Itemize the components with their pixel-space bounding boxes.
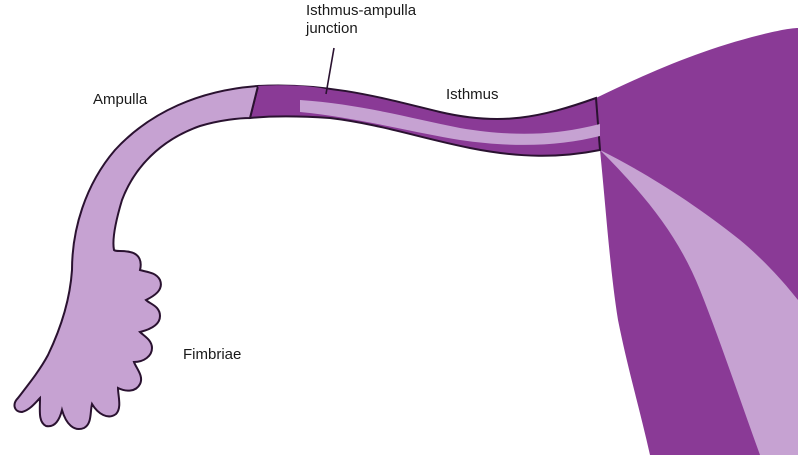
isthmus-ampulla-junction-label: Isthmus-ampulla junction: [306, 2, 416, 38]
ampulla-label: Ampulla: [93, 91, 147, 109]
tube-ampulla: [15, 86, 258, 429]
junction-label-line-2: junction: [306, 20, 416, 38]
isthmus-label: Isthmus: [446, 86, 499, 104]
junction-pointer: [326, 48, 334, 94]
fimbriae-label: Fimbriae: [183, 346, 241, 364]
junction-label-line-1: Isthmus-ampulla: [306, 2, 416, 20]
